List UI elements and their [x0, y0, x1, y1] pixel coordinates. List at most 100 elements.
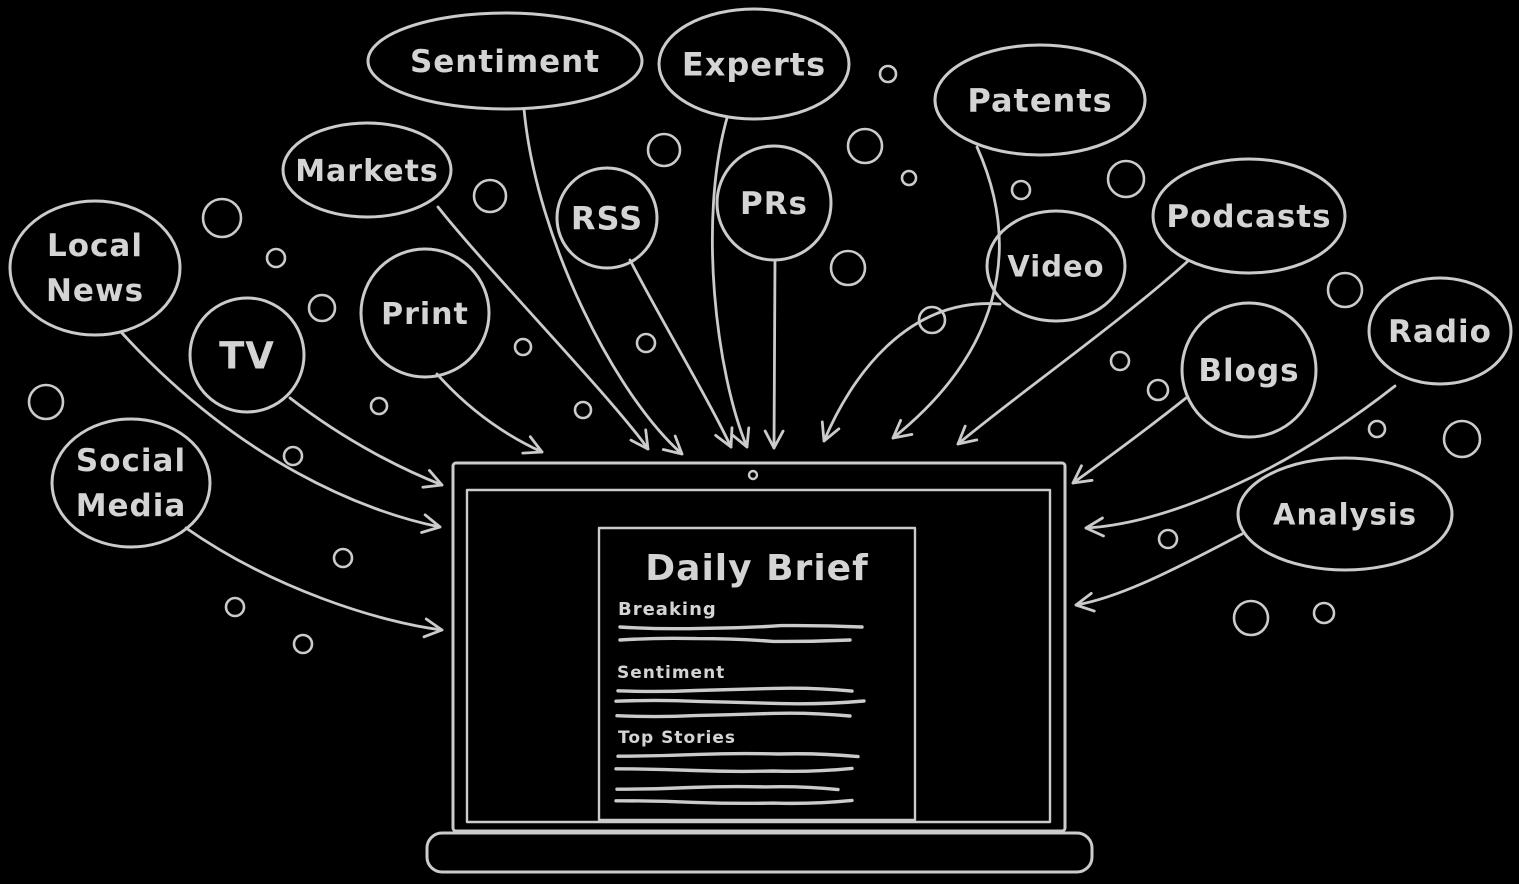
arrow-from-radio: [1084, 384, 1397, 538]
section-text-line: [615, 784, 840, 792]
bubble-local-news-shape: [8, 199, 182, 337]
decor-circle: [369, 396, 389, 416]
laptop-screen: [465, 488, 1052, 824]
section-label-breaking: Breaking: [618, 599, 717, 620]
section-text-line: [614, 766, 854, 774]
bubble-podcasts-shape: [1151, 157, 1347, 275]
daily-brief-title: Daily Brief: [645, 548, 868, 589]
bubble-patents-shape: [933, 43, 1147, 157]
decor-circle: [878, 64, 898, 84]
bubble-tv-shape: [188, 296, 306, 414]
decor-circle: [1106, 159, 1146, 199]
bubble-markets: Markets: [281, 121, 453, 219]
section-text-line: [614, 798, 854, 806]
arrow-from-analysis: [1074, 532, 1244, 613]
section-text-line: [616, 751, 860, 759]
bubble-markets-label: Markets: [295, 154, 439, 189]
decor-circle: [1442, 419, 1482, 459]
arrow-from-experts: [710, 116, 751, 449]
decor-circle: [472, 178, 508, 214]
bubble-experts-label: Experts: [682, 46, 826, 84]
bubble-local-news-label: Local: [47, 228, 143, 264]
decor-circle: [292, 633, 314, 655]
decor-circle: [1367, 419, 1387, 439]
decor-circle: [1146, 378, 1170, 402]
bubble-prs-shape: [715, 144, 833, 262]
bubble-video-shape: [985, 209, 1127, 323]
section-text-line: [614, 698, 866, 706]
arrow-from-podcasts: [956, 259, 1190, 446]
decor-circle: [27, 383, 65, 421]
laptop-base: [425, 831, 1094, 874]
decor-circle: [282, 445, 304, 467]
section-text-line: [618, 636, 852, 644]
section-label-sentiment: Sentiment: [617, 663, 725, 683]
bubble-radio: Radio: [1367, 276, 1513, 386]
decor-circle: [265, 247, 287, 269]
decor-circle: [573, 400, 593, 420]
bubble-social-media-shape: [50, 417, 212, 549]
decor-circle: [201, 197, 243, 239]
bubble-video-label: Video: [1007, 249, 1104, 283]
bubble-experts: Experts: [657, 7, 851, 121]
arrow-from-blogs: [1071, 396, 1188, 485]
bubble-markets-shape: [281, 121, 453, 219]
arrow-from-markets: [436, 205, 650, 451]
bubble-social-media-label: Social: [76, 443, 186, 479]
decor-circle: [332, 547, 354, 569]
bubble-prs-label: PRs: [740, 186, 808, 222]
bubble-sentiment-label: Sentiment: [410, 44, 600, 80]
arrow-from-local-news: [120, 331, 442, 534]
bubble-local-news-label: News: [46, 273, 144, 309]
arrow-from-prs: [763, 258, 785, 450]
laptop-camera-icon: [747, 469, 759, 481]
bubble-sentiment-shape: [366, 11, 644, 111]
decor-circle: [307, 293, 337, 323]
bubble-analysis-label: Analysis: [1273, 497, 1417, 531]
arrow-from-rss: [628, 258, 734, 449]
arrow-from-video: [820, 302, 1002, 443]
bubble-radio-shape: [1367, 276, 1513, 386]
daily-brief-panel: [597, 526, 917, 822]
section-text-line: [616, 686, 854, 694]
bubble-blogs-label: Blogs: [1198, 353, 1299, 389]
bubble-analysis-shape: [1236, 456, 1454, 572]
bubble-patents: Patents: [933, 43, 1147, 157]
decor-circle: [917, 305, 947, 335]
bubble-sentiment: Sentiment: [366, 11, 644, 111]
decor-circle: [1109, 350, 1131, 372]
bubble-analysis: Analysis: [1236, 456, 1454, 572]
bubble-social-media-label: Media: [76, 488, 187, 524]
decor-circle: [513, 337, 533, 357]
bubble-print-shape: [359, 247, 491, 379]
decor-circle: [846, 127, 884, 165]
section-text-line: [615, 711, 852, 719]
decor-circle: [1157, 528, 1179, 550]
bubble-tv: TV: [188, 296, 306, 414]
bubble-blogs-shape: [1180, 301, 1318, 439]
bubbles-layer: LocalNewsSocialMediaTVPrintMarketsSentim…: [8, 7, 1513, 572]
bubble-radio-label: Radio: [1388, 314, 1492, 350]
arrows-layer: [120, 107, 1397, 639]
bubble-experts-shape: [657, 7, 851, 121]
decor-circle: [1312, 601, 1336, 625]
decor-circles-layer: [27, 64, 1482, 655]
decor-circle: [1326, 271, 1364, 309]
bubble-patents-label: Patents: [967, 82, 1112, 120]
decor-circle: [1232, 599, 1270, 637]
bubble-rss: RSS: [555, 166, 659, 270]
bubble-rss-shape: [555, 166, 659, 270]
laptop-frame: [451, 461, 1067, 833]
bubble-print-label: Print: [381, 297, 469, 332]
bubble-podcasts: Podcasts: [1151, 157, 1347, 275]
decor-circle: [900, 169, 918, 187]
arrow-from-patents: [891, 145, 1001, 440]
bubble-blogs: Blogs: [1180, 301, 1318, 439]
decor-circle: [1010, 179, 1032, 201]
arrow-from-social-media: [184, 526, 444, 639]
bubble-rss-label: RSS: [571, 200, 643, 238]
